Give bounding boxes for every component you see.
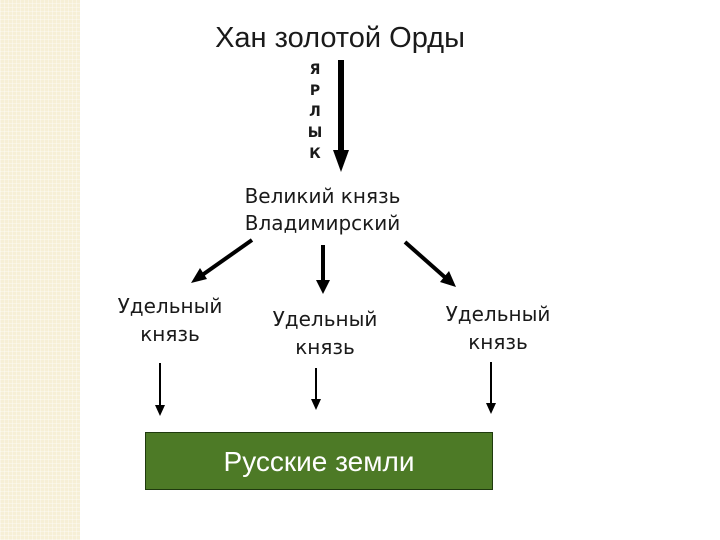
appanage-line1: Удельный — [117, 294, 223, 318]
arrow-khan-to-grand-prince — [333, 60, 349, 172]
arrow-left-to-lands — [155, 363, 165, 416]
appanage-prince-right: Удельный князь — [428, 300, 568, 356]
appanage-line2: князь — [468, 330, 528, 354]
yarlyk-vertical-label: Я Р Л Ы К — [300, 60, 330, 165]
appanage-prince-middle: Удельный князь — [255, 305, 395, 361]
russian-lands-box — [145, 432, 493, 490]
grand-prince-node: Великий князь Владимирский — [215, 183, 430, 237]
grand-prince-line1: Великий князь — [244, 184, 401, 208]
appanage-line2: князь — [295, 335, 355, 359]
appanage-line2: князь — [140, 322, 200, 346]
khan-title: Хан золотой Орды — [215, 22, 465, 54]
appanage-prince-left: Удельный князь — [100, 292, 240, 348]
yarlyk-letter: К — [309, 146, 321, 162]
arrow-middle-to-lands — [311, 368, 321, 410]
appanage-line1: Удельный — [272, 307, 378, 331]
arrow-grand-prince-to-left — [191, 238, 254, 283]
yarlyk-letter: Ы — [307, 125, 323, 141]
russian-lands-label: Русские земли — [223, 446, 415, 477]
arrow-grand-prince-to-middle — [316, 245, 330, 294]
grand-prince-line2: Владимирский — [244, 211, 401, 235]
appanage-line1: Удельный — [445, 302, 551, 326]
yarlyk-letter: Я — [309, 62, 321, 78]
arrow-grand-prince-to-right — [403, 240, 456, 287]
decorative-side-band — [0, 0, 80, 540]
yarlyk-letter: Л — [309, 104, 321, 120]
arrow-right-to-lands — [486, 362, 496, 414]
yarlyk-letter: Р — [309, 83, 321, 99]
